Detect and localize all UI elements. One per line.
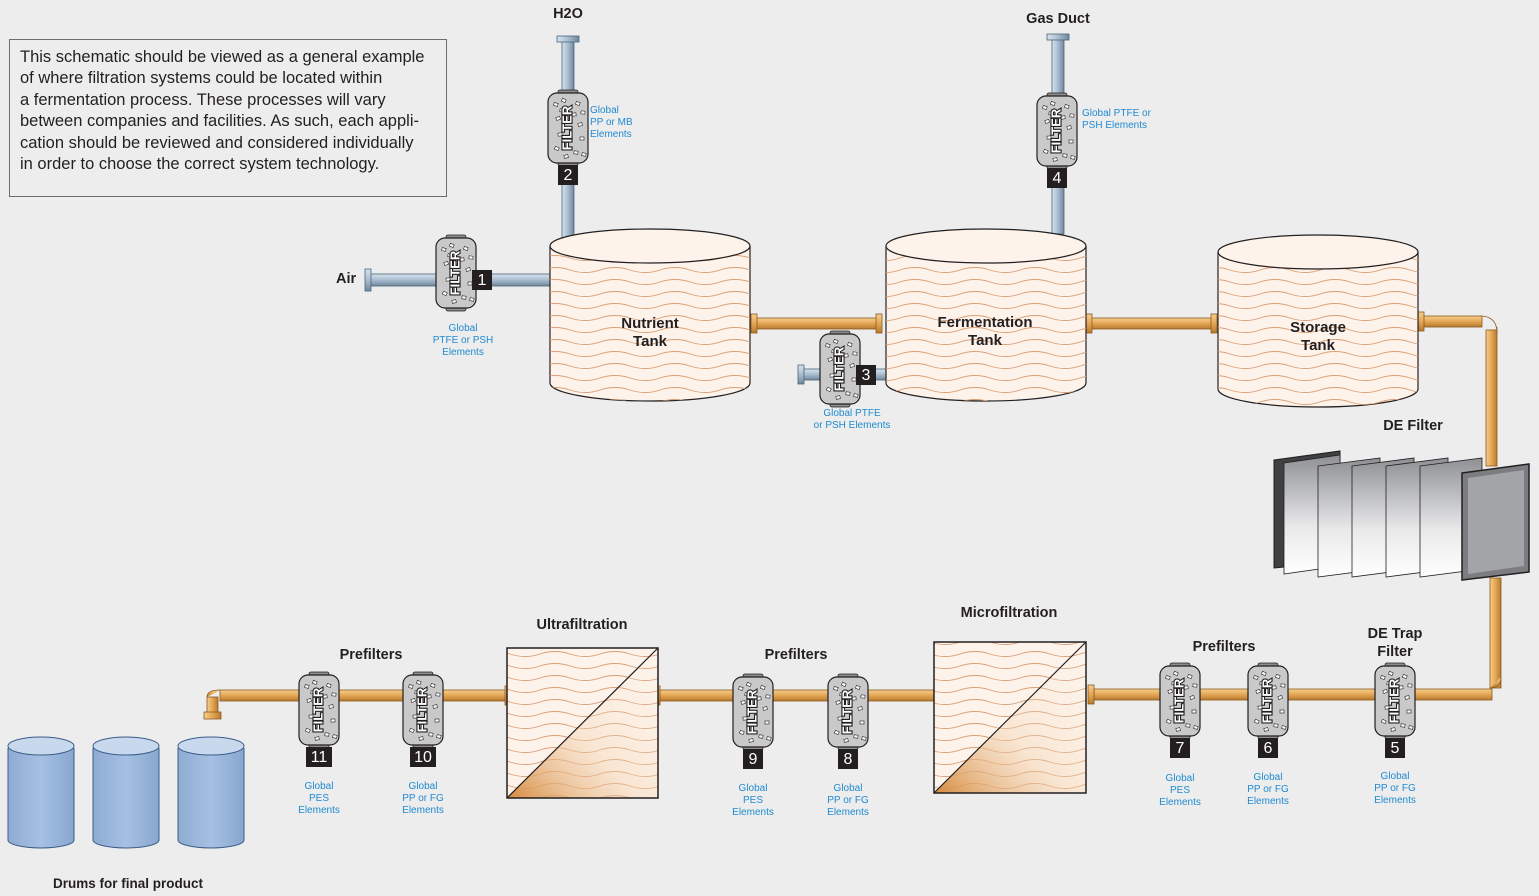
filter-text: FILTER [447,250,462,295]
filter-housing-2: FILTER 2 [547,89,589,185]
filter-housing-10: FILTER 10 [402,671,444,767]
note-line: of where filtration systems could be loc… [20,69,383,88]
storage-tank [1217,234,1419,408]
de-filter-press [1273,450,1530,581]
filter-number-badge [1047,168,1067,188]
filter-number: 4 [1053,170,1062,187]
filter-number-badge [472,270,492,290]
filter-number-badge [743,749,763,769]
note-line: cation should be reviewed and considered… [20,133,414,152]
drum [92,736,160,849]
h2o-label: H2O [553,6,583,22]
prefilters-label: Prefilters [1192,639,1256,655]
filter-text: FILTER [831,346,846,391]
note-line: in order to choose the correct system te… [20,155,380,174]
filter-text: FILTER [1259,678,1274,723]
filter-number: 1 [478,272,487,289]
filter-text: FILTER [1171,678,1186,723]
filter-number: 9 [749,751,758,768]
filter-text: FILTER [1386,678,1401,723]
ultrafiltration-label: Ultrafiltration [536,617,628,633]
drum [177,736,245,849]
de-filter-label: DE Filter [1383,418,1443,434]
filter-number-badge [1258,738,1278,758]
filter-housing-6: FILTER 6 [1247,662,1289,758]
ultrafiltration-unit [506,647,659,799]
filter-housing-8: FILTER 8 [827,673,869,769]
air-label: Air [336,271,357,287]
filter-number-badge [410,747,436,767]
filter-text: FILTER [839,689,854,734]
gas-duct-label: Gas Duct [1026,11,1090,27]
filter-housing-1: FILTER 1 [435,234,492,312]
filter-number-badge [306,747,332,767]
note-line: between companies and facilities. As suc… [20,112,419,131]
nutrient-tank [549,228,751,402]
note-line: This schematic should be viewed as a gen… [20,48,425,66]
filter-text: FILTER [1048,108,1063,153]
schematic-note: This schematic should be viewed as a gen… [9,39,447,197]
drums-label: Drums for final product [52,876,204,891]
filter-housing-9: FILTER 9 [732,673,774,769]
filter-housing-7: FILTER 7 [1159,662,1201,758]
filter-number: 11 [311,749,328,766]
filter-number-badge [1170,738,1190,758]
filter-number-badge [856,365,876,385]
filter-text: FILTER [414,687,429,732]
microfiltration-label: Microfiltration [960,605,1058,621]
filter-housing-11: FILTER 11 [298,671,340,767]
fermentation-tank [885,228,1087,402]
filter-text: FILTER [310,687,325,732]
note-line: a fermentation process. These processes … [20,90,386,109]
filter-number: 3 [862,367,871,384]
filter-text: FILTER [744,689,759,734]
filter-number: 5 [1391,740,1400,757]
filter-number: 8 [844,751,853,768]
filter-number-badge [838,749,858,769]
filter-housing-3: FILTER 3 [819,330,876,408]
drum [7,736,75,849]
filter-text: FILTER [559,105,574,150]
process-pipe [203,311,1502,720]
filter-number-badge [558,165,578,185]
filter-number-badge [1385,738,1405,758]
filter-housing-5: FILTER 5 [1374,662,1416,758]
filter-number: 6 [1264,740,1273,757]
microfiltration-unit [933,641,1087,794]
filter-number: 10 [414,749,432,766]
prefilters-label: Prefilters [339,647,403,663]
filter-number: 7 [1176,740,1185,757]
filter-number: 2 [564,167,573,184]
prefilters-label: Prefilters [764,647,828,663]
filter-housing-4: FILTER 4 [1036,92,1078,188]
